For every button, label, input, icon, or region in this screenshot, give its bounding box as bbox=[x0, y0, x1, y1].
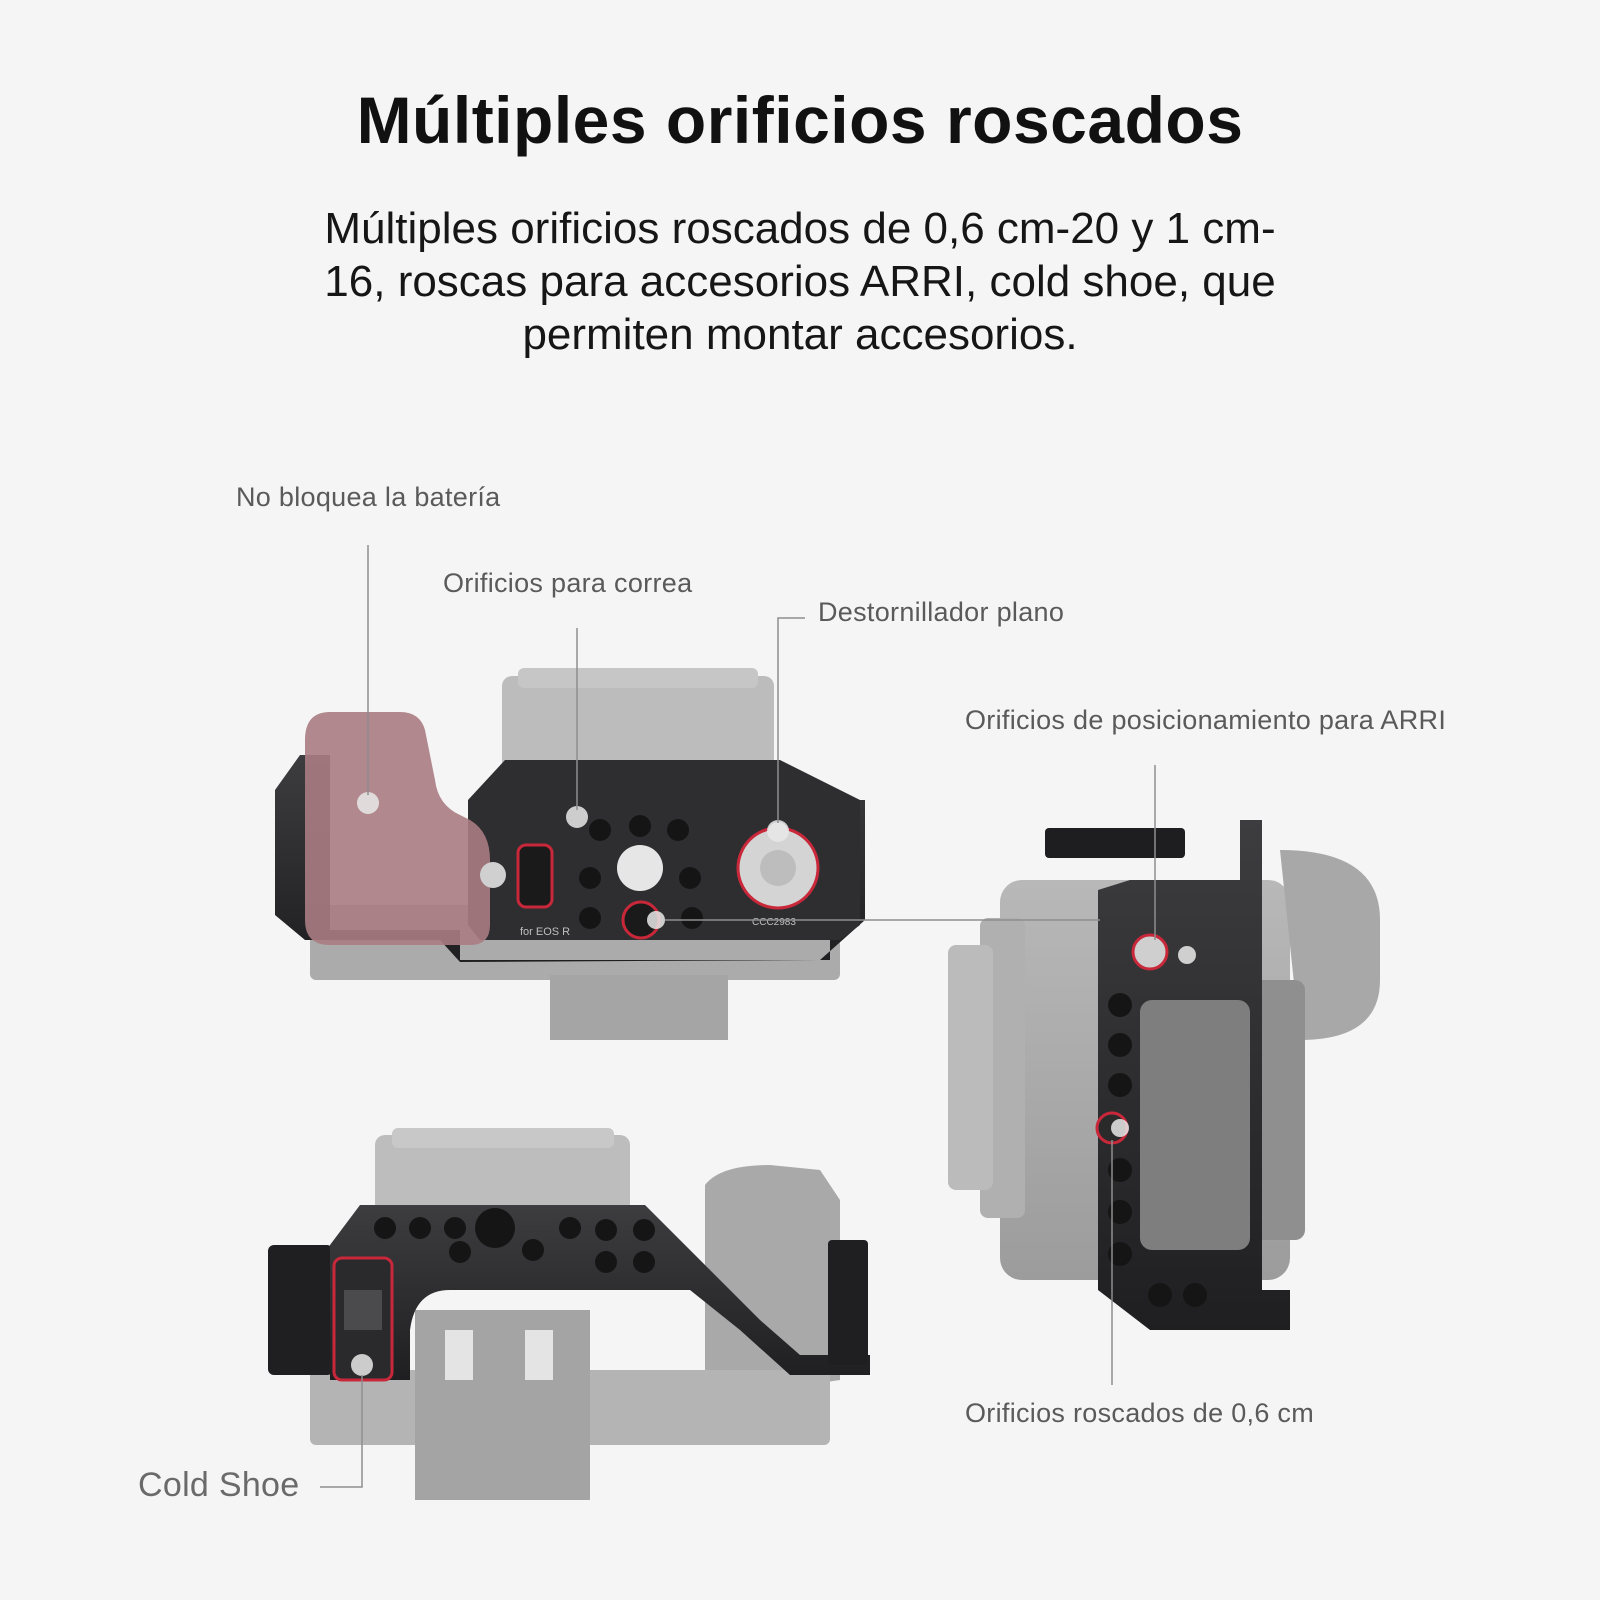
lens-ring-ghost bbox=[948, 945, 993, 1190]
cold-shoe-slot bbox=[344, 1290, 382, 1330]
hole bbox=[1148, 1283, 1172, 1307]
battery-grip bbox=[305, 712, 490, 945]
code-engraving: CCC2983 bbox=[752, 917, 796, 928]
callout-dot-strap bbox=[566, 806, 588, 828]
eyepiece-ghost bbox=[415, 1310, 590, 1500]
shoe-slot-ghost bbox=[445, 1330, 473, 1380]
callout-dot-battery bbox=[357, 792, 379, 814]
hole bbox=[595, 1219, 617, 1241]
hole bbox=[1108, 1073, 1132, 1097]
callout-arri-holes: Orificios de posicionamiento para ARRI bbox=[965, 705, 1447, 735]
hole bbox=[595, 1251, 617, 1273]
model-engraving: for EOS R bbox=[520, 926, 570, 938]
eyepiece-ghost bbox=[550, 975, 728, 1040]
cage-bottom-view bbox=[268, 1128, 870, 1500]
screwdriver-center bbox=[760, 850, 796, 886]
hole bbox=[1108, 1033, 1132, 1057]
cage-side-cutout bbox=[1140, 1000, 1250, 1250]
hole bbox=[1108, 1200, 1132, 1224]
page-title: Múltiples orificios roscados bbox=[356, 83, 1244, 157]
callout-threaded-holes: Orificios roscados de 0,6 cm bbox=[965, 1398, 1315, 1428]
lens-ring-ghost bbox=[392, 1128, 614, 1148]
hole bbox=[1108, 1158, 1132, 1182]
leader-screwdriver bbox=[777, 617, 805, 823]
camera-grip-ghost bbox=[705, 1165, 840, 1400]
strap-slot bbox=[516, 843, 554, 909]
hole bbox=[1108, 993, 1132, 1017]
callout-dot-threaded bbox=[1111, 1119, 1129, 1137]
side-clamp bbox=[828, 1240, 868, 1365]
top-handle-rail bbox=[1045, 828, 1185, 858]
hole bbox=[633, 1219, 655, 1241]
hole bbox=[1183, 1283, 1207, 1307]
cage-top-view: for EOS R CCC2983 bbox=[275, 668, 865, 1040]
hole bbox=[667, 819, 689, 841]
hole bbox=[1108, 1242, 1132, 1266]
hole bbox=[629, 815, 651, 837]
side-knob bbox=[480, 862, 506, 888]
callout-dot-screwdriver bbox=[767, 820, 789, 842]
hole bbox=[589, 819, 611, 841]
hole bbox=[681, 907, 703, 929]
hole bbox=[579, 867, 601, 889]
leader-cold-shoe bbox=[320, 1375, 363, 1488]
callout-cold-shoe: Cold Shoe bbox=[138, 1466, 300, 1504]
callout-dot-cold-shoe bbox=[351, 1354, 373, 1376]
callout-strap-holes: Orificios para correa bbox=[443, 568, 693, 598]
lens-ring-ghost bbox=[518, 668, 758, 688]
arri-locating-hole bbox=[1131, 933, 1169, 971]
callout-dot-threaded bbox=[647, 911, 665, 929]
hole bbox=[559, 1217, 581, 1239]
callout-screwdriver: Destornillador plano bbox=[818, 597, 1065, 627]
hole bbox=[522, 1239, 544, 1261]
cage-side-view bbox=[948, 820, 1380, 1330]
leader-lines bbox=[320, 545, 1156, 1488]
cold-shoe-block bbox=[268, 1245, 333, 1375]
hole bbox=[633, 1251, 655, 1273]
hole bbox=[1178, 946, 1196, 964]
hole bbox=[449, 1241, 471, 1263]
hole bbox=[374, 1217, 396, 1239]
shoe-slot-ghost bbox=[525, 1330, 553, 1380]
lens-mount-ghost bbox=[375, 1135, 630, 1215]
hole bbox=[409, 1217, 431, 1239]
hole bbox=[475, 1208, 515, 1248]
hole bbox=[579, 907, 601, 929]
center-screw bbox=[617, 845, 663, 891]
page-subtitle: Múltiples orificios roscados de 0,6 cm-2… bbox=[324, 204, 1276, 359]
hole bbox=[679, 867, 701, 889]
hole bbox=[444, 1217, 466, 1239]
callout-battery: No bloquea la batería bbox=[236, 482, 501, 512]
